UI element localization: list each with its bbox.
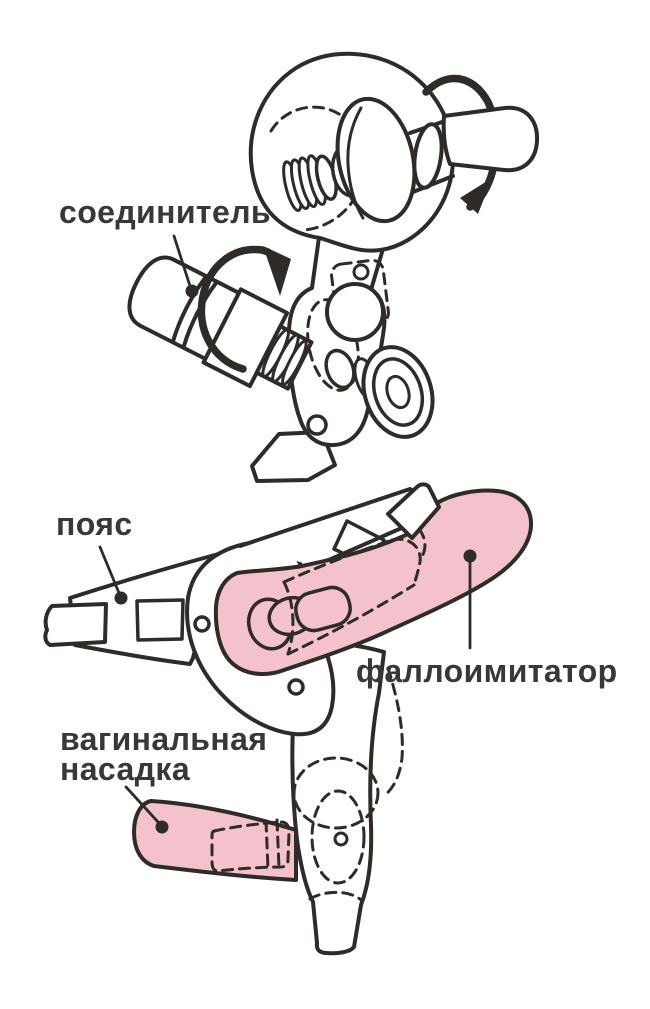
plate-hole-1: [193, 615, 211, 633]
connector-left: [127, 245, 314, 391]
round-hole: [306, 414, 328, 436]
small-pin-hole: [352, 263, 370, 281]
arrowhead-left: [263, 246, 291, 296]
leader-dildo: [463, 549, 477, 650]
connector-right: [408, 74, 540, 214]
strap-hole: [333, 831, 349, 847]
vaginal-plug-hidden-ring: [264, 819, 270, 871]
connector-right-cap: [441, 105, 540, 173]
rotation-arrow-left-icon: [197, 245, 291, 373]
strap-hidden-oval-outer: [292, 756, 380, 830]
dildo-hidden-2: [282, 538, 394, 584]
arrowhead-right: [460, 178, 492, 214]
ring-disc: [335, 96, 417, 224]
oval-hole: [324, 348, 356, 390]
dildo-hidden-1: [282, 580, 295, 656]
label-belt: пояс: [56, 506, 133, 542]
washer-right: [412, 122, 444, 190]
connector-assembly: [127, 51, 540, 483]
leader-connector: [172, 234, 199, 298]
suction-disc: [361, 345, 435, 439]
strap-hidden-arc: [308, 890, 363, 902]
dildo-hidden-3: [286, 583, 416, 656]
label-vaginal: вагинальная насадка: [60, 721, 268, 787]
ball-joint: [325, 282, 385, 342]
ring-rim: [346, 106, 365, 220]
dildo-hidden-4: [390, 537, 422, 587]
leader-belt: [98, 545, 128, 605]
leader-vaginal: [124, 785, 169, 834]
harness-assembly: [43, 482, 534, 956]
strap-hidden-oval-inner: [310, 789, 366, 885]
plate-hidden-edge: [382, 666, 404, 798]
plate-hole-2: [287, 678, 305, 696]
belt-tab: [43, 602, 108, 647]
vaginal-plug: [132, 799, 298, 882]
strap-end-over-dildo: [386, 482, 441, 540]
label-connector: соединитель: [59, 194, 271, 230]
vaginal-plug-hidden-ring: [275, 818, 281, 870]
belt-slot-1: [135, 598, 185, 642]
dildo-hidden-5: [417, 527, 427, 560]
label-vaginal-line1: вагинальная: [60, 721, 268, 757]
dildo-base-capsule: [294, 585, 352, 633]
label-vaginal-line2: насадка: [60, 751, 191, 787]
vaginal-plug-hidden-mount: [210, 820, 291, 873]
label-dildo: фаллоимитатор: [356, 653, 618, 689]
